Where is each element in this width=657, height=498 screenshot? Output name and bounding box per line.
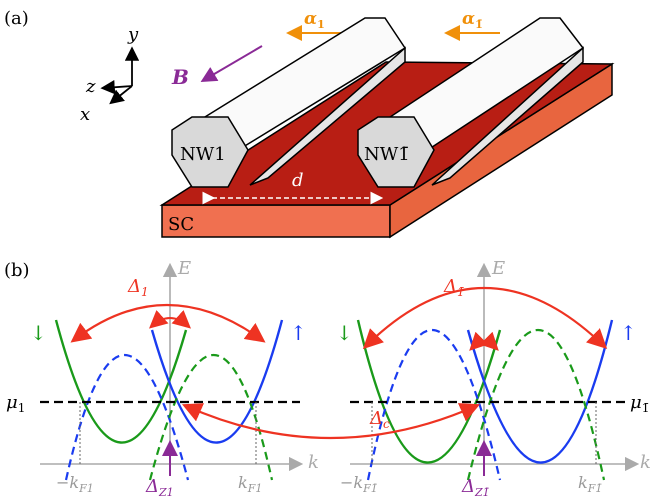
delta-c-label: Δc (369, 408, 390, 431)
right-spin-up-band (466, 319, 614, 464)
panel-b: (b) E k μ1 −kF1 kF1 ΔZ1 ↓ (4, 258, 651, 498)
left-band-plot: E k μ1 −kF1 kF1 ΔZ1 ↓ ↑ Δ1 (6, 258, 319, 498)
nanowire-1bar-side (431, 46, 584, 186)
delta-1bar-arrow (362, 286, 608, 350)
field-label: B (171, 65, 189, 89)
nw1bar-label: NW1̄ (364, 144, 410, 165)
substrate-front-face (161, 204, 391, 238)
left-spin-down-hole-band (148, 353, 274, 481)
field-arrow (200, 45, 263, 83)
left-e-label: E (177, 258, 191, 279)
left-kf-pos-label: kF1 (238, 473, 262, 495)
delta-c-arrow (181, 403, 481, 440)
right-e-label: E (491, 258, 505, 279)
x-axis-arrow (109, 85, 133, 105)
right-spin-down-band (356, 319, 502, 464)
right-spin-up-hole-band (366, 328, 502, 481)
mu-1bar-label: μ1̄ (630, 392, 649, 415)
left-spin-up-band (150, 319, 284, 444)
coordinate-axes: y z x (80, 24, 140, 125)
left-spin-up-hole-band (64, 353, 190, 481)
left-k-label: k (308, 452, 319, 473)
left-kf-neg-label: −kF1 (56, 473, 94, 495)
z-axis-label: z (85, 76, 96, 97)
right-kf-neg-label: −kF1̄ (340, 473, 378, 495)
right-spin-down-label: ↓ (336, 321, 353, 345)
sc-label: SC (168, 214, 194, 235)
panel-a-tag: (a) (4, 8, 29, 29)
nanowire-1-side (249, 46, 406, 186)
nw1-label: NW1 (180, 144, 226, 165)
nanowire-1bar-end-face (357, 116, 435, 188)
delta-1-arrow (70, 304, 266, 343)
right-band-plot: E k μ1̄ −kF1̄ kF1̄ ΔZ1̄ ↓ ↑ Δ1̄ (336, 258, 651, 498)
right-k-label: k (640, 452, 651, 473)
left-spin-down-label: ↓ (30, 321, 47, 345)
nanowire-1bar: NW1̄ (357, 17, 585, 188)
x-axis-label: x (80, 104, 90, 125)
right-spin-up-label: ↑ (620, 321, 637, 345)
right-zeeman-label: ΔZ1̄ (461, 476, 490, 498)
alpha-1bar-label: α1̄ (462, 9, 483, 31)
nanowire-1-end-face (171, 116, 249, 188)
delta-1bar-inner-arrow (469, 331, 499, 351)
separation-label: d (292, 170, 304, 191)
delta-1-inner-arrow (149, 309, 191, 329)
left-zeeman-label: ΔZ1 (145, 476, 174, 498)
right-kf-pos-label: kF1̄ (578, 473, 602, 495)
right-spin-down-hole-band (466, 328, 606, 481)
delta-1bar-label: Δ1̄ (443, 276, 465, 299)
mu-1-label: μ1 (6, 392, 25, 415)
alpha-1-label: α1 (304, 9, 325, 31)
left-spin-up-label: ↑ (290, 321, 307, 345)
delta-1-label: Δ1 (127, 276, 149, 299)
panel-a: (a) y z x B α1 α1̄ SC NW1 (4, 8, 615, 239)
y-axis-label: y (127, 24, 139, 45)
z-axis-arrow (100, 80, 133, 95)
nanowire-1: NW1 (171, 17, 407, 188)
panel-b-tag: (b) (4, 260, 30, 281)
